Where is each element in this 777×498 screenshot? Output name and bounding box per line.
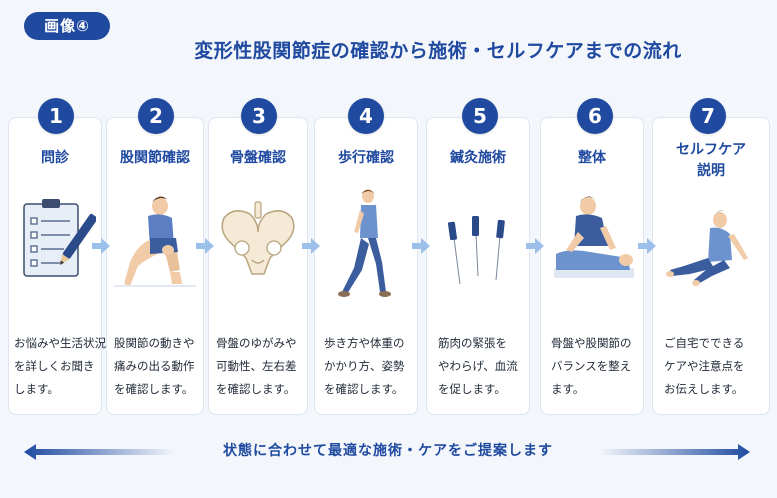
- step-card-2: [106, 117, 204, 415]
- flow-arrow-1: [92, 238, 110, 254]
- walking-person-icon: [338, 189, 391, 297]
- step-title-4: 歩行確認: [338, 150, 394, 166]
- step-title-5: 鍼灸施術: [450, 150, 506, 166]
- step-number-7: 7: [690, 98, 726, 134]
- step-number-2: 2: [138, 98, 174, 134]
- step-title-6: 整体: [578, 150, 606, 166]
- self-care-stretch-icon: [666, 210, 748, 286]
- flow-arrow-2: [196, 238, 214, 254]
- seitai-treatment-icon: [554, 196, 634, 278]
- summary-text: 状態に合わせて最適な施術・ケアをご提案します: [223, 443, 553, 459]
- left-arrow-icon: [24, 444, 174, 460]
- step-card-4: [314, 117, 418, 415]
- image-badge: 画像④: [24, 12, 110, 40]
- step-title-7: セルフケア 説明: [676, 142, 746, 179]
- pelvis-icon: [221, 201, 295, 275]
- step-desc-3: 骨盤のゆがみや可動性、左右差を確認します。: [216, 336, 297, 396]
- step-title-1: 問診: [41, 150, 69, 166]
- step-desc-4: 歩き方や体重のかかり方、姿勢を確認します。: [324, 336, 405, 396]
- flow-arrow-5: [526, 238, 544, 254]
- acupuncture-needles-icon: [447, 216, 505, 285]
- step-desc-7: ご自宅でできるケアや注意点をお伝えします。: [664, 336, 745, 396]
- clipboard-icon: [23, 199, 96, 277]
- flow-arrow-3: [302, 238, 320, 254]
- step-number-1: 1: [38, 98, 74, 134]
- step-number-3: 3: [241, 98, 277, 134]
- step-number-5: 5: [462, 98, 498, 134]
- hip-check-person-icon: [114, 196, 196, 287]
- step-desc-6: 骨盤や股関節のバランスを整えます。: [551, 336, 632, 396]
- page-title: 変形性股関節症の確認から施術・セルフケアまでの流れ: [194, 40, 682, 62]
- step-number-6: 6: [577, 98, 613, 134]
- step-desc-2: 股関節の動きや痛みの出る動作を確認します。: [114, 336, 195, 396]
- step-number-4: 4: [348, 98, 384, 134]
- flow-arrow-6: [638, 238, 656, 254]
- flow-arrow-4: [412, 238, 430, 254]
- step-title-2: 股関節確認: [120, 150, 190, 166]
- right-arrow-icon: [600, 444, 750, 460]
- step-desc-5: 筋肉の緊張をやわらげ、血流を促します。: [438, 336, 518, 396]
- step-title-3: 骨盤確認: [230, 150, 286, 166]
- step-desc-1: お悩みや生活状況を詳しくお聞きします。: [14, 336, 106, 396]
